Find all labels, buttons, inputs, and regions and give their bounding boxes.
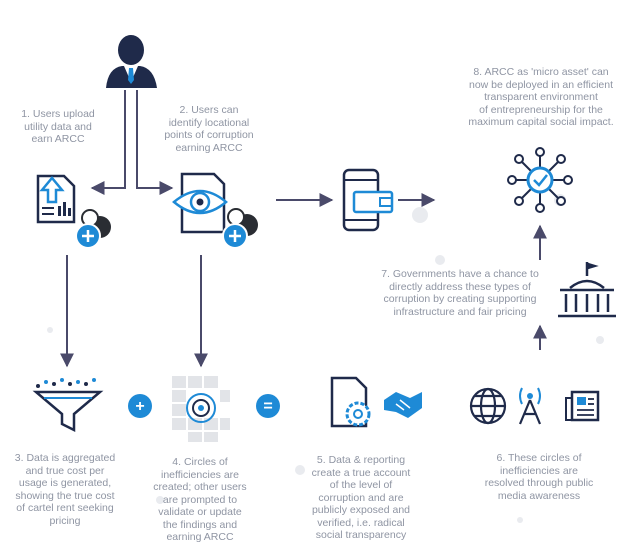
eye-document-icon [172,172,228,234]
add-badge-1 [75,209,111,249]
grid-target-icon [172,376,230,442]
step-2-label: 2. Users can identify locational points … [164,104,254,154]
upload-document-icon [36,174,76,224]
equals-operator: = [256,394,280,418]
handshake-icon [384,392,422,418]
network-hub-icon [507,147,573,213]
user-icon [106,35,157,88]
government-building-icon [558,262,616,318]
newspaper-icon [565,390,600,422]
svg-text:=: = [263,398,272,415]
svg-text:+: + [135,398,144,415]
step-4-label: 4. Circles of inefficiencies are created… [153,456,247,543]
phone-wallet-icon [342,168,394,232]
step-8-label: 8. ARCC as 'micro asset' can now be depl… [468,66,614,128]
step-3-label: 3. Data is aggregated and true cost per … [14,452,116,527]
step-5-label: 5. Data & reporting create a true accoun… [311,454,411,541]
step-6-label: 6. These circles of inefficiencies are r… [484,452,594,502]
globe-icon [469,387,507,425]
funnel-icon [32,378,104,433]
broadcast-tower-icon [518,387,542,425]
plus-operator: + [128,394,152,418]
add-badge-2 [222,208,258,249]
document-gear-icon [330,376,371,428]
step-7-label: 7. Governments have a chance to directly… [381,268,539,318]
step-1-label: 1. Users upload utility data and earn AR… [21,108,95,145]
flow-arrows [60,90,547,368]
